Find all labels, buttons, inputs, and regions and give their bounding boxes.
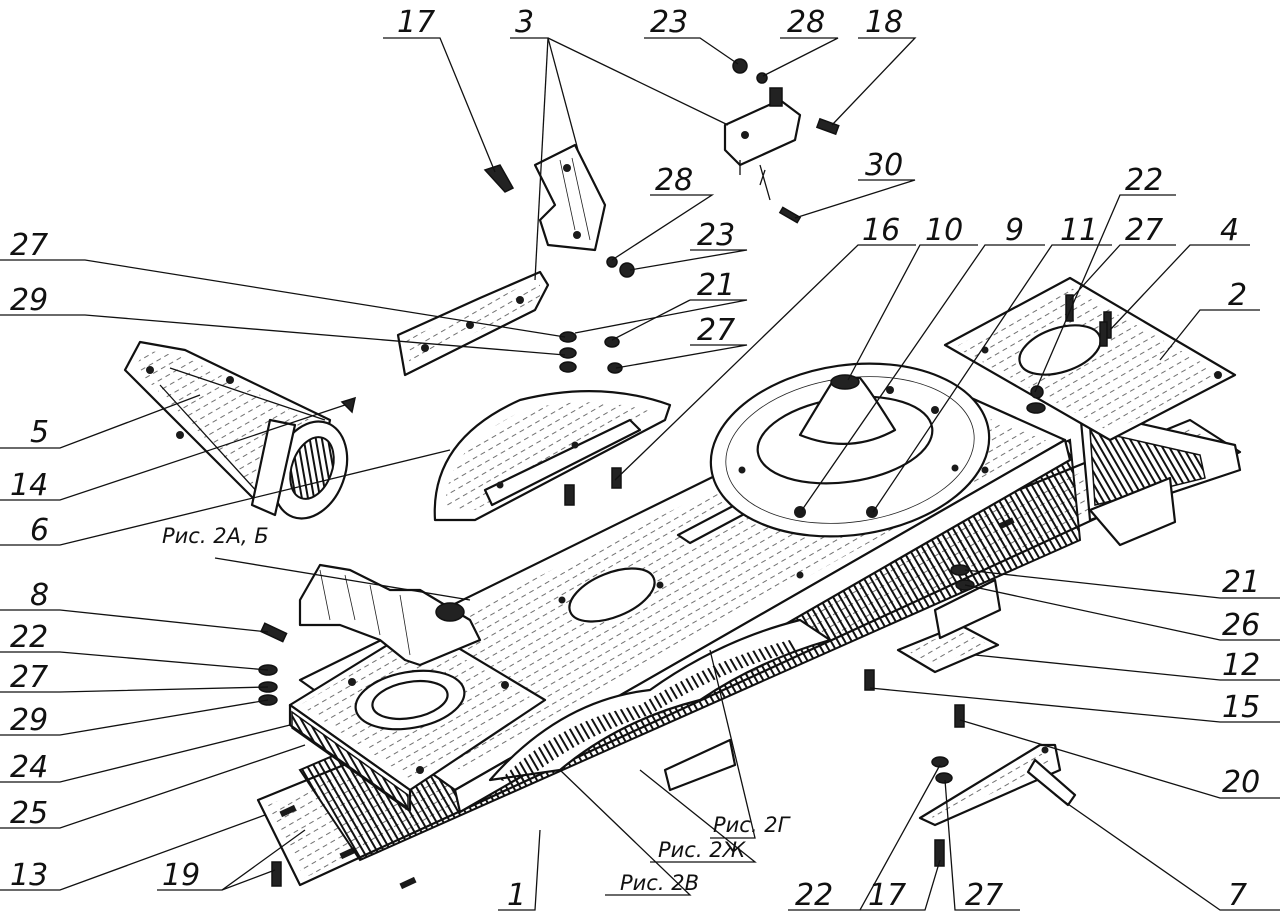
caption-fig-2v: Рис. 2В <box>620 871 699 895</box>
part-7-lever <box>918 743 1077 827</box>
callout-24: 24 <box>10 750 48 785</box>
part-8-left-housing <box>288 623 547 812</box>
part-3-upper-bracket <box>533 143 607 252</box>
callout-11: 11 <box>1060 213 1098 248</box>
callout-27: 27 <box>10 228 48 263</box>
callout-16: 16 <box>862 213 900 248</box>
callout-8: 8 <box>30 578 49 613</box>
part-6-sleeve <box>250 418 349 520</box>
callout-22: 22 <box>795 878 833 913</box>
part-10-disc-with-cone <box>709 362 991 538</box>
caption-fig-2zh: Рис. 2Ж <box>658 838 747 862</box>
callout-5: 5 <box>30 415 49 450</box>
callout-9: 9 <box>1005 213 1024 248</box>
callout-27: 27 <box>10 660 48 695</box>
part-half-disc-scale <box>433 390 672 522</box>
part-bracket-fig2ab <box>298 563 482 667</box>
callout-14: 14 <box>10 468 48 503</box>
callout-28: 28 <box>787 5 825 40</box>
callout-21: 21 <box>1222 565 1260 600</box>
callout-29: 29 <box>10 703 48 738</box>
leader-lines <box>0 37 1280 911</box>
callout-17: 17 <box>868 878 906 913</box>
callout-13: 13 <box>10 858 48 893</box>
callout-15: 15 <box>1222 690 1260 725</box>
part-gear-sector <box>488 618 832 785</box>
callout-27: 27 <box>697 313 735 348</box>
callout-22: 22 <box>1125 163 1163 198</box>
callout-2: 2 <box>1228 278 1247 313</box>
callout-22: 22 <box>10 620 48 655</box>
callout-28: 28 <box>655 163 693 198</box>
callout-18: 18 <box>865 5 903 40</box>
callout-10: 10 <box>925 213 963 248</box>
callout-12: 12 <box>1222 648 1260 683</box>
callout-3: 3 <box>515 5 534 40</box>
callout-7: 7 <box>1228 878 1247 913</box>
callout-29: 29 <box>10 283 48 318</box>
figure-references: Рис. 2А, Б Рис. 2Г Рис. 2Ж Рис. 2В <box>162 524 792 895</box>
callout-1: 1 <box>507 878 526 913</box>
callout-6: 6 <box>30 513 49 548</box>
callout-17: 17 <box>397 5 435 40</box>
callout-23: 23 <box>650 5 688 40</box>
caption-fig-2g: Рис. 2Г <box>713 813 792 837</box>
callout-20: 20 <box>1222 765 1260 800</box>
callout-27: 27 <box>965 878 1003 913</box>
part-3-strip-bracket <box>396 270 550 377</box>
callout-26: 26 <box>1222 608 1260 643</box>
callout-30: 30 <box>865 148 903 183</box>
parts <box>123 58 1242 890</box>
callout-25: 25 <box>10 796 48 831</box>
part-3-switch-block <box>723 87 802 201</box>
callout-4: 4 <box>1220 213 1239 248</box>
callout-21: 21 <box>697 268 735 303</box>
callout-27: 27 <box>1125 213 1163 248</box>
callout-labels: 17 3 23 28 18 30 28 23 27 29 21 27 16 10… <box>10 5 1260 913</box>
callout-23: 23 <box>697 218 735 253</box>
part-2-right-plate <box>943 276 1237 442</box>
part-15-slider-blocks <box>663 476 1177 792</box>
callout-19: 19 <box>162 858 200 893</box>
caption-fig-2ab: Рис. 2А, Б <box>162 524 269 548</box>
